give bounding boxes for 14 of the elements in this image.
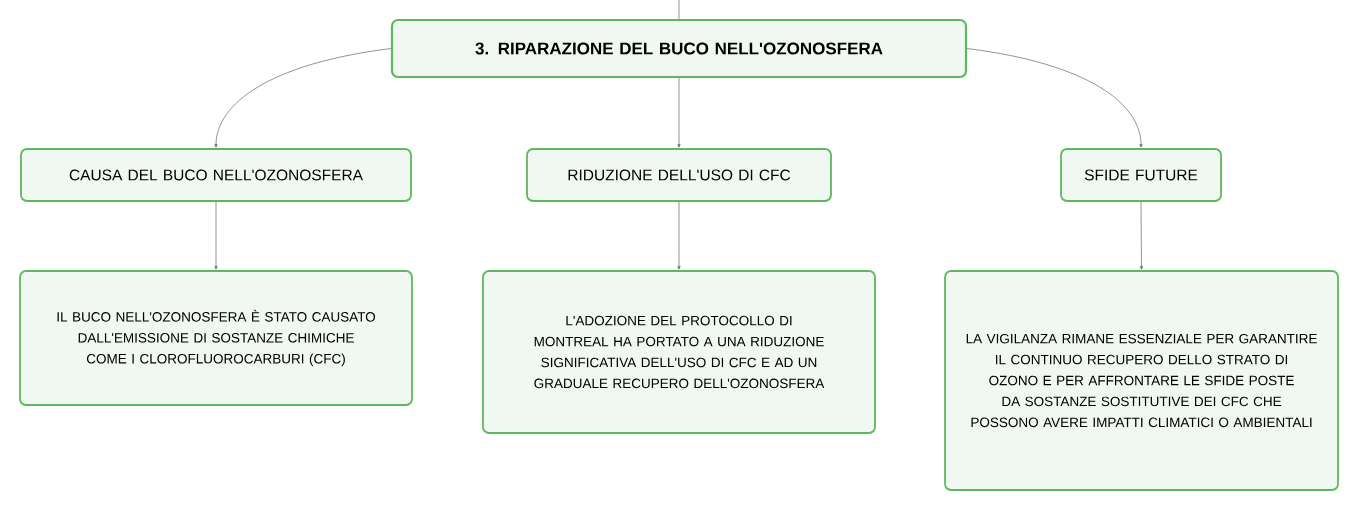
arrow <box>966 48 1143 148</box>
arrow <box>677 201 681 270</box>
note-box: L'ADOZIONE DEL PROTOCOLLO DI MONTREAL HA PORTATO A UNA RIDUZIONE SIGNIFICATIVA DELL'USO DI CFC E AD UN GRADUALE RECUPERO DELL'OZONOSFERA <box>482 270 876 434</box>
arrow <box>1139 201 1144 270</box>
connector-line <box>678 0 680 20</box>
arrow <box>677 77 681 148</box>
topic-box: 3. RIPARAZIONE DEL BUCO NELL'OZONOSFERA <box>390 18 968 79</box>
subtopic-box: RIDUZIONE DELL'USO DI CFC <box>526 148 832 202</box>
subtopic-box: CAUSA DEL BUCO NELL'OZONOSFERA <box>20 148 412 202</box>
subtopic-box: SFIDE FUTURE <box>1060 148 1222 202</box>
note-box: IL BUCO NELL'OZONOSFERA È STATO CAUSATO DALL'EMISSIONE DI SOSTANZE CHIMICHE COME I CLOROFLUOROCARBURI (CFC) <box>19 270 413 406</box>
arrow <box>214 201 218 270</box>
note-box: LA VIGILANZA RIMANE ESSENZIALE PER GARANTIRE IL CONTINUO RECUPERO DELLO STRATO DI OZONO E PER AFFRONTARE LE SFIDE POSTE DA SOSTANZE SOSTITUTIVE DEI CFC CHE POSSONO AVERE IMPATTI CLIMATICI O AMBIENTALI <box>944 270 1339 491</box>
arrow <box>214 48 392 148</box>
